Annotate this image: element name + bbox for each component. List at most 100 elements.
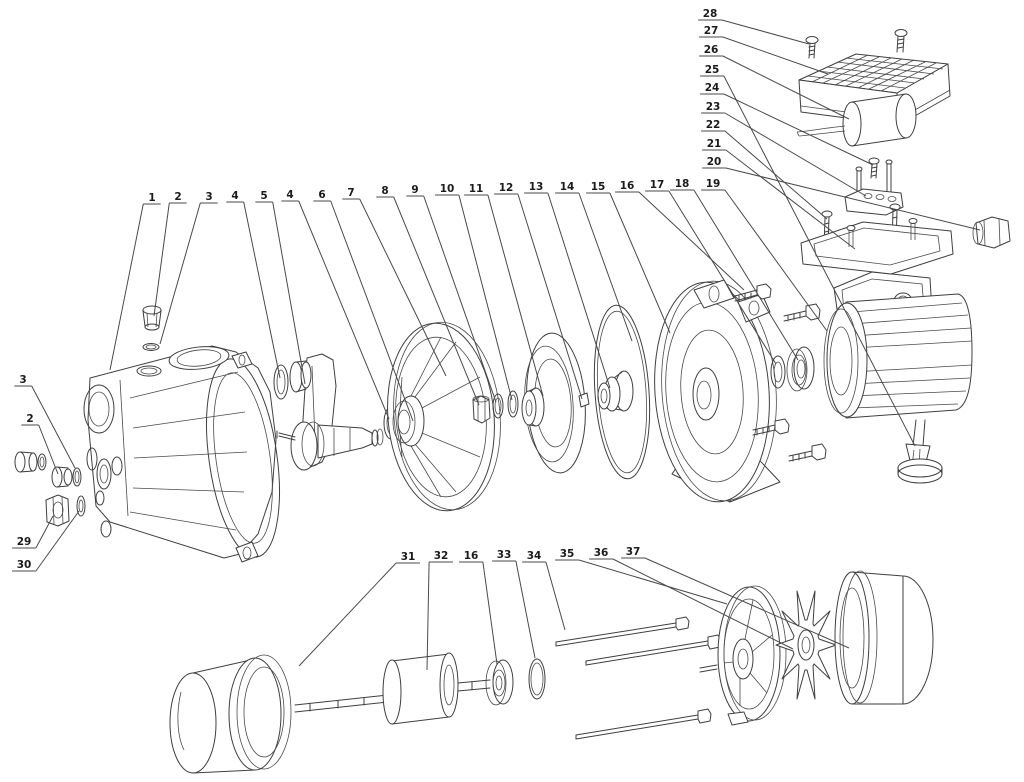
callout-15-15: 15 (586, 181, 671, 334)
callout-20-20: 20 (702, 156, 981, 231)
callout-2-30: 2 (21, 413, 59, 475)
callout-3-29: 3 (14, 374, 76, 469)
callout-number: 17 (650, 179, 665, 191)
callout-leader-line (698, 19, 810, 45)
callout-leader-line (699, 36, 829, 75)
callout-leader-line (524, 192, 611, 389)
callout-29-31: 29 (12, 515, 54, 549)
callout-25-25: 25 (700, 64, 916, 447)
callout-number: 18 (675, 178, 690, 190)
callout-9-9: 9 (406, 184, 497, 403)
impeller (521, 332, 590, 474)
callout-number: 19 (706, 178, 721, 190)
callout-leader-line (615, 191, 745, 291)
callout-number: 4 (286, 189, 293, 201)
callout-number: 35 (560, 548, 575, 560)
callout-leader-line (12, 515, 54, 549)
callout-leader-line (14, 385, 76, 469)
callout-27-27: 27 (699, 25, 829, 75)
terminal-board (844, 159, 904, 216)
callout-leader-line (700, 93, 874, 166)
rear-end-shield (699, 585, 787, 726)
callout-14-14: 14 (555, 181, 633, 342)
terminal-box-stack (796, 29, 1011, 275)
callout-number: 2 (26, 413, 33, 425)
callout-leader-line (701, 112, 867, 197)
pump-body (83, 345, 280, 563)
callout-number: 6 (318, 189, 325, 201)
callout-32-34: 32 (426, 550, 453, 671)
callout-13-13: 13 (524, 181, 611, 389)
callout-36-39: 36 (589, 547, 794, 650)
front-end-shield (169, 654, 292, 774)
callout-number: 7 (347, 187, 354, 199)
callout-leader-line (342, 198, 447, 377)
callout-23-23: 23 (701, 101, 867, 197)
callout-leader-line (494, 193, 583, 400)
terminal-box-frame (800, 218, 954, 275)
washer-and-bearing (770, 346, 815, 392)
callout-leader-line (586, 192, 671, 334)
motor-body (823, 271, 973, 484)
cover-screws (805, 29, 908, 59)
tie-bolts (555, 616, 722, 740)
callout-number: 11 (469, 183, 484, 195)
callout-number: 22 (706, 119, 721, 131)
callout-number: 16 (620, 180, 635, 192)
callout-31-33: 31 (298, 551, 420, 667)
callout-leader-line (621, 557, 850, 649)
callout-leader-line (670, 189, 799, 361)
cooling-fan (775, 590, 837, 700)
fan-cover (834, 570, 934, 705)
callout-leader-line (109, 203, 161, 371)
callout-leader-line (153, 202, 187, 317)
callout-6-6: 6 (313, 189, 414, 422)
callout-number: 1 (148, 192, 155, 204)
callout-22-22: 22 (701, 119, 828, 220)
left-plugs-and-orings (14, 451, 86, 527)
callout-leader-line (492, 560, 536, 659)
callout-leader-line (464, 194, 544, 397)
callout-5-4: 5 (255, 190, 306, 385)
callout-30-32: 30 (12, 510, 80, 572)
callout-leader-line (699, 55, 850, 120)
callout-number: 23 (706, 101, 721, 113)
callout-number: 24 (705, 82, 720, 94)
callout-16-35: 16 (459, 550, 498, 665)
callout-leader-line (589, 558, 794, 650)
callout-7-7: 7 (342, 187, 447, 377)
callout-leader-line (701, 130, 828, 220)
callout-37-40: 37 (621, 546, 850, 649)
callout-number: 15 (591, 181, 606, 193)
callout-number: 30 (17, 559, 32, 571)
callout-11-11: 11 (464, 183, 544, 397)
pump-support-flange (654, 279, 781, 503)
oring-4a (273, 364, 289, 400)
callout-leader-line (700, 75, 916, 447)
callout-leader-line (701, 189, 828, 332)
capacitor-wire (796, 125, 846, 137)
drain-plug-and-washer (142, 305, 162, 351)
callout-17-17: 17 (645, 179, 777, 365)
callout-21-21: 21 (702, 138, 856, 250)
callout-8-8: 8 (376, 185, 480, 406)
callout-leader-line (426, 561, 453, 671)
callout-leader-line (459, 561, 498, 665)
callout-34-37: 34 (522, 550, 566, 631)
callout-leader-line (435, 194, 513, 401)
callout-leader-line (702, 167, 981, 231)
callout-leader-line (226, 201, 281, 379)
callout-leader-line (281, 200, 390, 420)
callout-leader-line (298, 562, 420, 667)
callout-leader-line (159, 202, 218, 345)
callout-4-3: 4 (226, 190, 281, 379)
callout-number: 12 (499, 182, 514, 194)
rotor-bearing (485, 659, 514, 706)
ejector-assembly (276, 353, 384, 471)
callout-leader-line (555, 192, 633, 342)
mechanical-seal (597, 370, 634, 412)
callout-leader-line (645, 190, 777, 365)
callout-19-19: 19 (701, 178, 828, 332)
callout-number: 16 (464, 550, 479, 562)
